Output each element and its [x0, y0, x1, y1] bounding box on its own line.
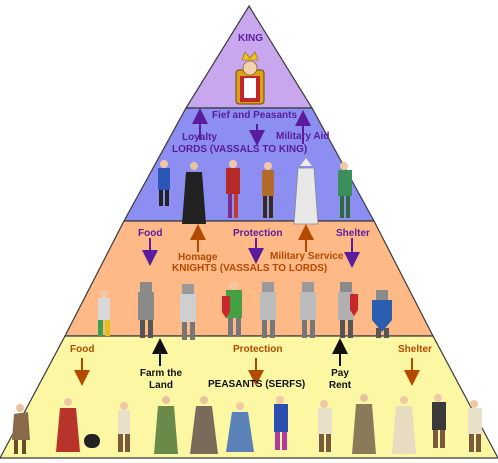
pay-rent-line1: Pay [331, 368, 349, 379]
crown-icon [241, 51, 259, 61]
king-title: KING [238, 33, 263, 44]
peasant-figure-icon [12, 394, 482, 454]
knights-shelter-label: Shelter [336, 228, 370, 239]
military-aid-label: Military Aid [276, 131, 330, 142]
knights-food-label: Food [138, 228, 163, 239]
farm-the-land-line2: Land [149, 380, 173, 391]
peasants-food-label: Food [70, 344, 95, 355]
pay-rent-line2: Rent [328, 380, 352, 391]
lords-title: LORDS (VASSALS TO KING) [172, 144, 308, 155]
farm-the-land-label: Farm the Land [136, 369, 186, 391]
pay-rent-label: Pay Rent [322, 369, 358, 391]
king-figure-icon [235, 51, 265, 105]
homage-label: Homage [178, 252, 218, 263]
peasants-protection-label: Protection [233, 344, 283, 355]
knight-figure-icon [98, 282, 392, 340]
loyalty-label: Loyalty [182, 132, 218, 143]
farm-the-land-line1: Farm the [139, 368, 183, 379]
knights-protection-label: Protection [233, 228, 283, 239]
peasants-shelter-label: Shelter [398, 344, 432, 355]
peasants-title: PEASANTS (SERFS) [208, 379, 306, 390]
knights-title: KNIGHTS (VASSALS TO LORDS) [172, 263, 328, 274]
military-service-label: Military Service [270, 251, 344, 262]
fief-and-peasants-label: Fief and Peasants [212, 110, 298, 121]
lord-figure-icon [158, 158, 352, 225]
